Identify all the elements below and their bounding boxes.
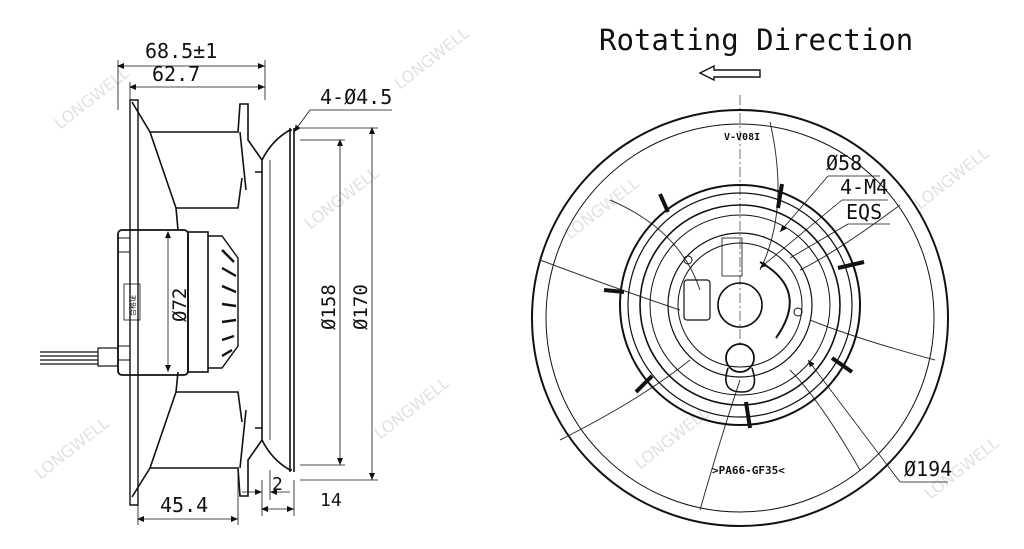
watermark: LONGWELL: [391, 23, 473, 93]
dim-mounting-holes: 4-Ø4.5: [320, 85, 392, 109]
top-mark: V-V08I: [724, 132, 760, 143]
dim-overall-depth: 68.5±1: [145, 39, 217, 63]
dim-eqs: EQS: [846, 200, 882, 224]
dim-motor-depth: 45.4: [160, 493, 208, 517]
front-view: [531, 95, 949, 527]
left-arrow-icon: [698, 64, 761, 82]
watermark: LONGWELL: [51, 63, 133, 133]
dim-flange-offset: 14: [320, 490, 342, 511]
dim-inlet-diameter: Ø158: [318, 284, 340, 330]
motor-label: 合格证: [128, 295, 137, 316]
watermark: LONGWELL: [561, 173, 643, 243]
dim-hub-diameter: Ø58: [826, 151, 862, 175]
front-view-labels: Ø58 4-M4 EQS Ø194 >PA66-GF35< V-V08I: [712, 132, 952, 481]
rotating-direction-heading: Rotating Direction: [599, 23, 913, 57]
dim-threads: 4-M4: [840, 175, 888, 199]
watermark: LONGWELL: [371, 373, 453, 443]
watermark: LONGWELL: [31, 413, 113, 483]
dim-motor-diameter: Ø72: [169, 288, 191, 322]
watermark: LONGWELL: [301, 163, 383, 233]
dim-flange-diameter: Ø170: [350, 284, 372, 330]
dim-impeller-depth: 62.7: [152, 62, 200, 86]
dim-flange-thickness: 2: [272, 474, 283, 495]
watermark: LONGWELL: [911, 143, 993, 213]
watermark: LONGWELL: [631, 403, 713, 473]
material-mark: >PA66-GF35<: [712, 464, 785, 477]
dim-outer-diameter: Ø194: [904, 457, 952, 481]
side-view: [40, 60, 392, 525]
side-view-labels: 68.5±1 62.7 4-Ø4.5 Ø72 Ø158 Ø170 45.4 2 …: [128, 39, 392, 517]
